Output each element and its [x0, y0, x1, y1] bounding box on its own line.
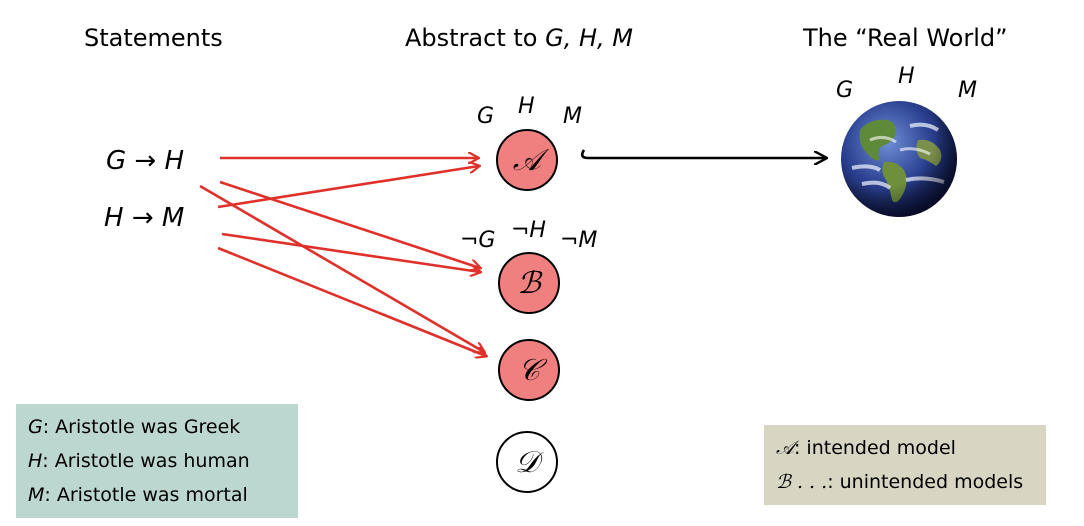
legend-var-b: ℬ . . . — [776, 471, 828, 493]
abstract-header: Abstract to G, H, M — [405, 24, 633, 52]
legend-text-g: : Aristotle was Greek — [42, 416, 241, 438]
globe-label-m: M — [958, 78, 977, 103]
legend-row-h: H: Aristotle was human — [28, 444, 286, 478]
model-b-circle: ℬ — [498, 252, 560, 314]
model-d-circle: 𝒟 — [496, 431, 558, 493]
legend-text-unintended: : unintended models — [827, 471, 1024, 493]
statement-g-implies-h: G → H — [106, 146, 185, 176]
statements-header: Statements — [84, 24, 223, 52]
arrow-hm-to-b — [221, 232, 480, 272]
model-b-label-not-g: ¬G — [460, 228, 496, 253]
legend-text-m: : Aristotle was mortal — [44, 484, 248, 506]
legend-var-a: 𝒜 — [776, 437, 794, 459]
legend-row-g: G: Aristotle was Greek — [28, 410, 286, 444]
legend-row-unintended: ℬ . . .: unintended models — [776, 465, 1034, 499]
model-a-label-g: G — [477, 104, 495, 129]
model-c-circle: 𝒞 — [498, 339, 560, 401]
statement-h-implies-m: H → M — [104, 203, 185, 233]
model-a-circle: 𝒜 — [496, 129, 558, 191]
legend-text-h: : Aristotle was human — [42, 450, 250, 472]
variable-legend: G: Aristotle was Greek H: Aristotle was … — [16, 404, 298, 518]
model-a-label-h: H — [518, 94, 535, 119]
globe-label-g: G — [836, 78, 854, 103]
real-world-header: The “Real World” — [803, 24, 1008, 52]
arrow-a-to-world — [580, 149, 826, 158]
legend-var-g: G — [28, 416, 43, 438]
arrow-hm-to-c — [217, 246, 486, 356]
legend-row-m: M: Aristotle was mortal — [28, 478, 286, 512]
legend-var-m: M — [28, 484, 45, 506]
model-legend: 𝒜: intended model ℬ . . .: unintended mo… — [764, 425, 1046, 505]
model-b-label-not-m: ¬M — [560, 228, 598, 253]
arrow-gh-to-c — [199, 184, 484, 352]
legend-text-intended: : intended model — [793, 437, 956, 459]
arrow-gh-to-b — [219, 180, 480, 268]
globe-label-h: H — [898, 64, 915, 89]
arrow-hm-to-a — [217, 166, 479, 209]
model-a-label-m: M — [563, 104, 582, 129]
abstract-header-vars: G, H, M — [545, 24, 633, 52]
model-b-label-not-h: ¬H — [511, 218, 546, 243]
abstract-header-prefix: Abstract to — [405, 24, 546, 52]
legend-var-h: H — [28, 450, 43, 472]
earth-globe-icon — [841, 101, 957, 217]
legend-row-intended: 𝒜: intended model — [776, 431, 1034, 465]
